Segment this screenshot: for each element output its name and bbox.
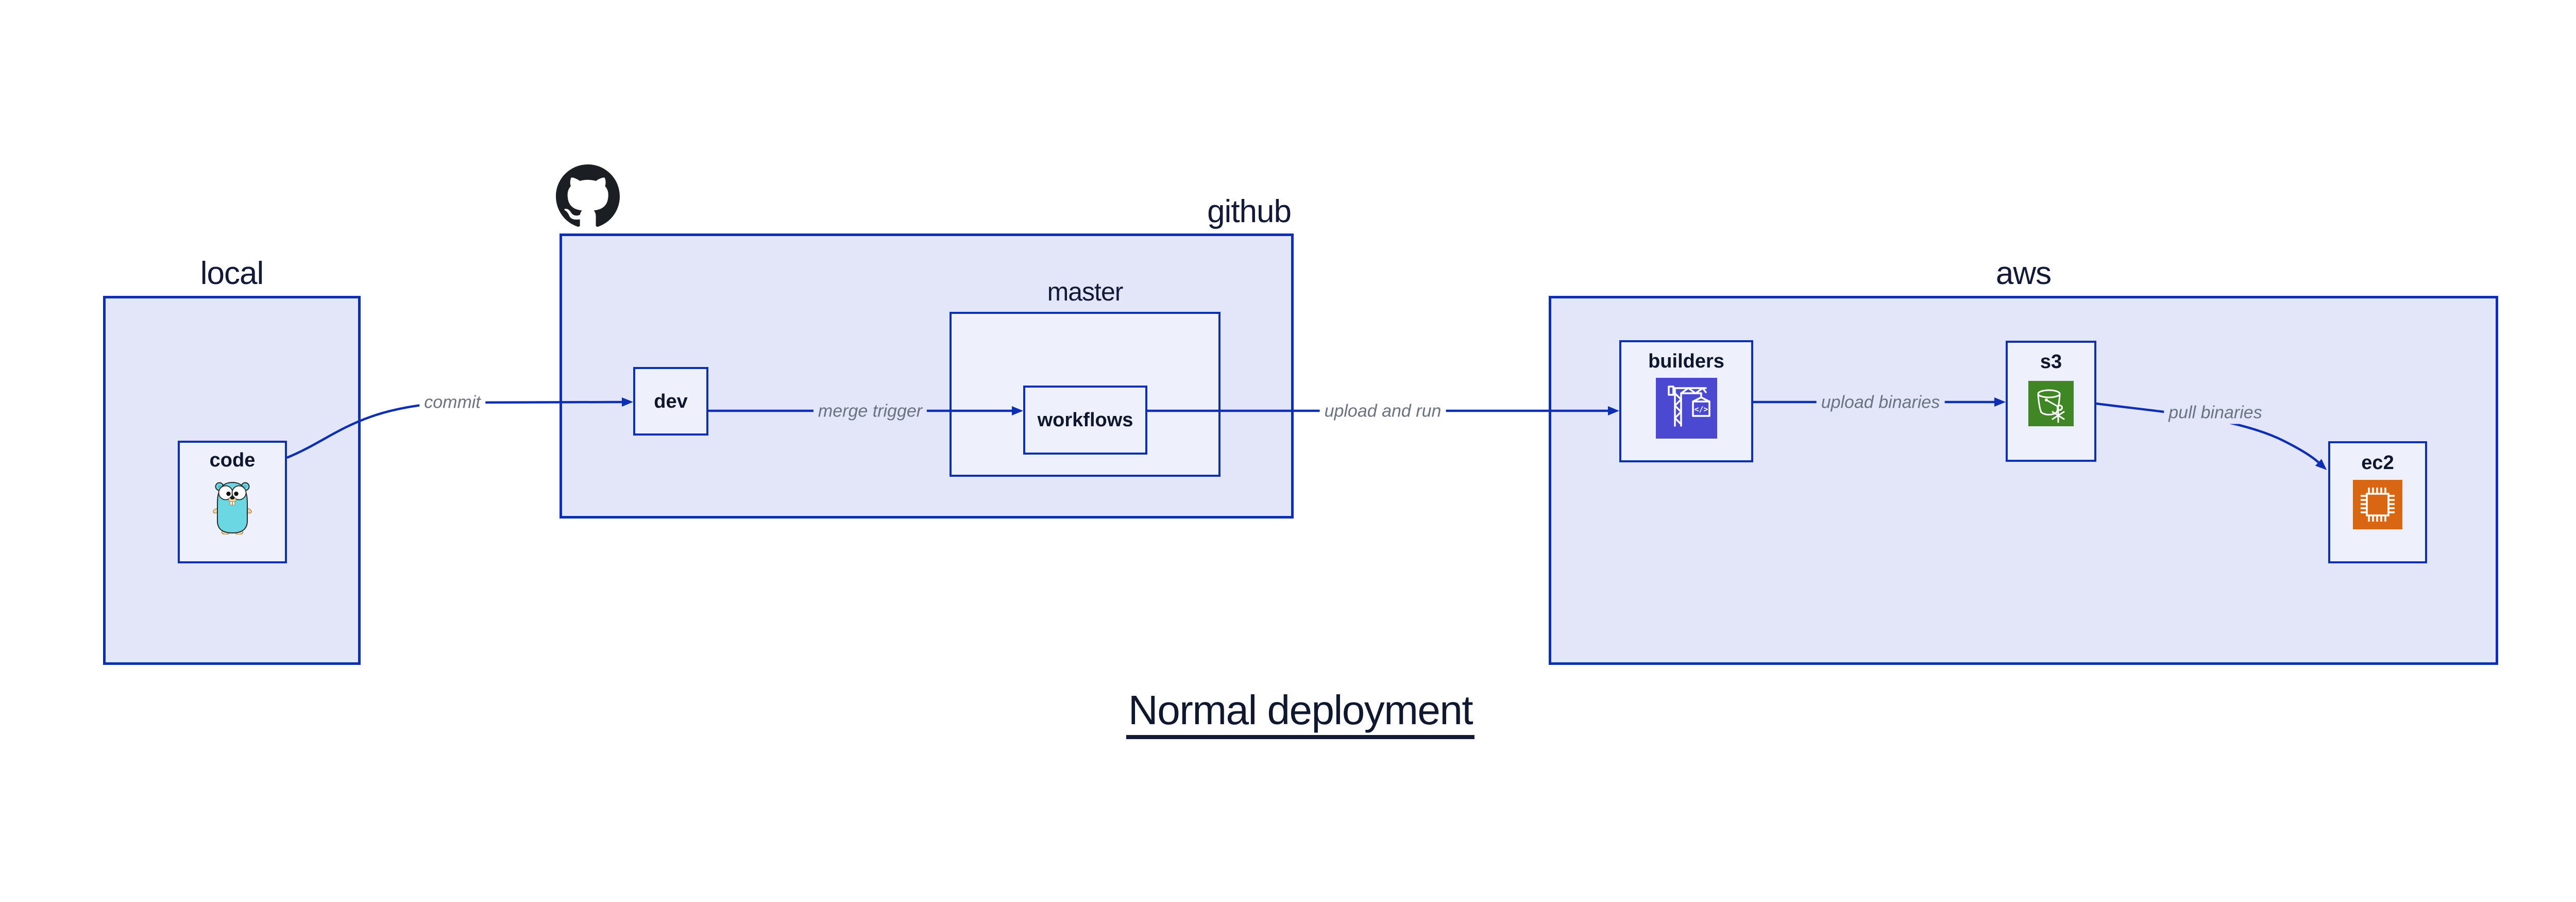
- node-workflows: workflows: [1023, 386, 1147, 455]
- diagram-title: Normal deployment: [1126, 690, 1475, 739]
- node-s3: s3: [2006, 341, 2096, 462]
- go-gopher-icon: [213, 480, 252, 537]
- node-label-builders: builders: [1648, 350, 1724, 372]
- cluster-label-master: master: [1047, 277, 1124, 306]
- node-label-code: code: [209, 449, 256, 471]
- cluster-label-aws: aws: [1995, 256, 2052, 291]
- edge-label-upload-binaries: upload binaries: [1816, 391, 1945, 414]
- node-builders: builders </>: [1619, 340, 1753, 462]
- aws-ec2-icon: [2353, 480, 2402, 532]
- node-label-workflows: workflows: [1037, 409, 1133, 431]
- node-dev: dev: [633, 367, 708, 436]
- codebuild-code-glyph: </>: [1694, 405, 1708, 414]
- cluster-label-local: local: [200, 256, 264, 291]
- node-ec2: ec2: [2328, 441, 2427, 563]
- node-code: code: [178, 441, 287, 563]
- edge-label-upload-and-run: upload and run: [1319, 400, 1446, 423]
- cluster-label-github: github: [1207, 194, 1292, 229]
- aws-codebuild-icon: </>: [1655, 378, 1717, 441]
- github-octocat-icon: [556, 164, 620, 228]
- node-label-dev: dev: [654, 390, 688, 412]
- edge-label-pull-binaries: pull binaries: [2164, 402, 2267, 424]
- node-label-s3: s3: [2040, 351, 2062, 373]
- edge-label-merge-trigger: merge trigger: [813, 400, 927, 423]
- aws-s3-glacier-icon: [2028, 381, 2074, 429]
- edge-label-commit: commit: [419, 391, 485, 414]
- node-label-ec2: ec2: [2361, 452, 2394, 474]
